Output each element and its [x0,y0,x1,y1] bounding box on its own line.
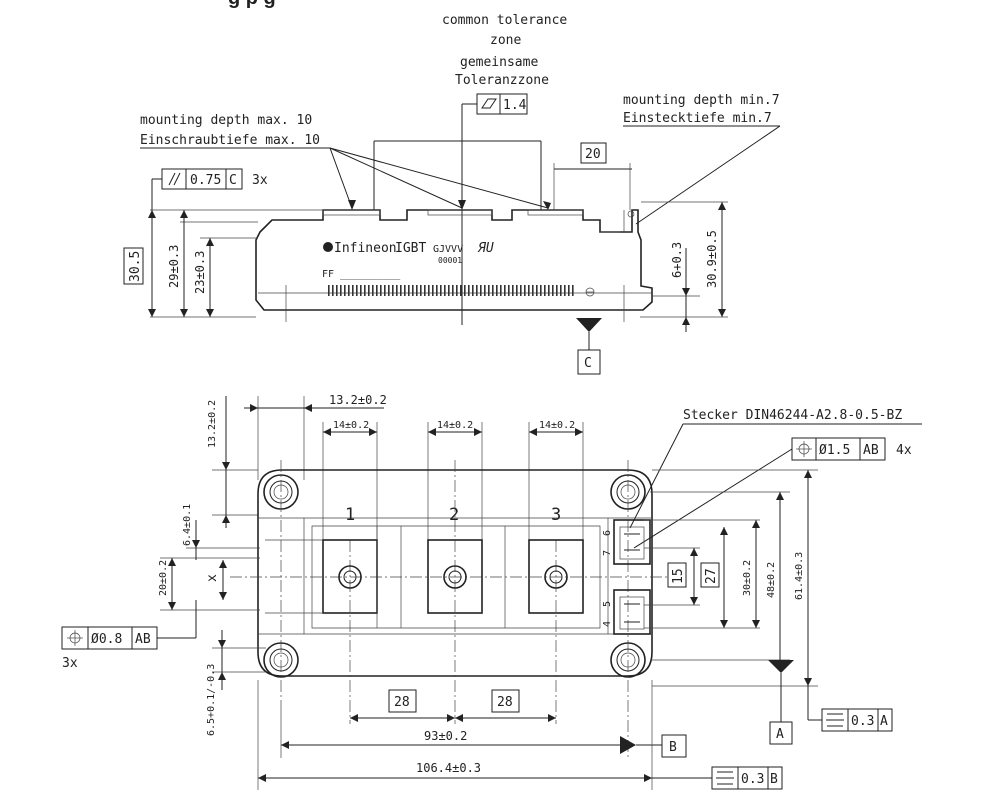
dim-106-4: 106.4±0.3 [416,761,481,775]
mounting-depth-max: mounting depth max. 10 [140,113,312,128]
terminal-2: 2 [449,505,459,525]
dim-6-5: 6.5+0.1/-0.3 [206,664,217,736]
parallel-datum: C [229,173,237,188]
datum-b: B [669,740,677,755]
terminal-1: 1 [345,505,355,525]
pos-tol-holes: Ø0.8 [91,632,122,647]
dim-30: 30±0.2 [742,560,753,596]
dim-48: 48±0.2 [766,562,777,598]
pos-tol-holes-datum: AB [135,632,151,647]
dim-27: 27 [704,568,719,584]
label-code: GJVVV [433,244,463,255]
terminal-3-pad [528,539,584,614]
dim-28-a: 28 [394,695,410,710]
common-tolerance-line2: zone [490,33,521,48]
dim-13-2-v: 13.2±0.2 [207,400,218,448]
pin-6: 6 [602,530,613,536]
dim-30-5: 30.5 [128,251,143,282]
dim-14-c: 14±0.2 [539,420,575,431]
dim-20-frame [580,142,607,164]
flatness-frame-symbol [476,93,501,115]
label-type: IGBT [395,241,426,256]
heading-fragment: g p g [228,0,276,9]
datum-c: C [584,356,592,371]
common-tolerance-line1: common tolerance [442,13,567,28]
dim-6-4: 6.4±0.1 [182,504,193,546]
sym-tol-a-datum: A [880,714,888,729]
sym-tol-b-datum: B [770,772,778,787]
pin-7: 7 [602,550,613,556]
mounting-depth-min: mounting depth min.7 [623,93,780,108]
sym-tol-b: 0.3 [741,772,764,787]
label-ff: FF __________ [322,269,401,280]
pos-tol-pins: Ø1.5 [819,443,850,458]
dim-28-b: 28 [497,695,513,710]
side-view: common tolerance zone gemeinsame Toleran… [123,13,781,375]
connector-bottom [613,589,651,635]
sym-tol-a: 0.3 [851,714,874,729]
parallel-count: 3x [252,173,268,188]
dim-93: 93±0.2 [424,729,467,743]
connector-top [613,519,651,565]
module-side-body [255,209,653,311]
dim-30-9: 30.9±0.5 [705,230,719,288]
dim-23: 23±0.3 [193,251,207,294]
flatness-icon [481,98,497,109]
pin-4: 4 [602,621,613,627]
datum-c-triangle [576,318,602,332]
dim-61-4: 61.4±0.3 [794,552,805,600]
datum-a: A [776,727,784,742]
pin-5: 5 [602,601,613,607]
stecker-label: Stecker DIN46244-A2.8-0.5-BZ [683,408,902,423]
infineon-logo-icon [323,242,333,252]
symmetry-icon-b [716,771,734,785]
label-brand: Infineon [334,241,397,256]
flatness-value: 1.4 [503,98,527,113]
dim-20-v: 20±0.2 [158,560,169,596]
holes-count: 3x [62,656,78,671]
gemeinsame-line2: Toleranzzone [455,73,549,88]
symmetry-icon-a [826,713,844,727]
gemeinsame-line1: gemeinsame [460,55,538,70]
top-view: 13.2±0.2 14±0.2 14±0.2 14±0.2 13.2±0.2 S… [61,393,922,790]
dim-14-b: 14±0.2 [437,420,473,431]
flatness-frame-value [499,93,528,115]
dim-20-side: 20 [585,147,601,162]
datum-b-triangle [620,736,636,754]
parallelism-icon [168,172,181,186]
dim-29: 29±0.3 [167,245,181,288]
dim-13-2-h: 13.2±0.2 [329,393,387,407]
einstecktiefe-min: Einstecktiefe min.7 [623,111,772,126]
terminal-2-pad [427,539,483,614]
pos-tol-pins-datum: AB [863,443,879,458]
dim-6: 6+0.3 [670,242,684,278]
parallel-value: 0.75 [190,173,221,188]
pins-count: 4x [896,443,912,458]
barcode [327,285,575,296]
einschraubtiefe-max: Einschraubtiefe max. 10 [140,133,320,148]
label-serial: 00001 [438,256,462,265]
terminal-3: 3 [551,505,561,525]
ul-mark-icon: ЯU [477,241,494,256]
dim-x: x [205,574,220,582]
dim-15: 15 [671,568,686,584]
dim-14-a: 14±0.2 [333,420,369,431]
datum-a-triangle [768,660,794,673]
